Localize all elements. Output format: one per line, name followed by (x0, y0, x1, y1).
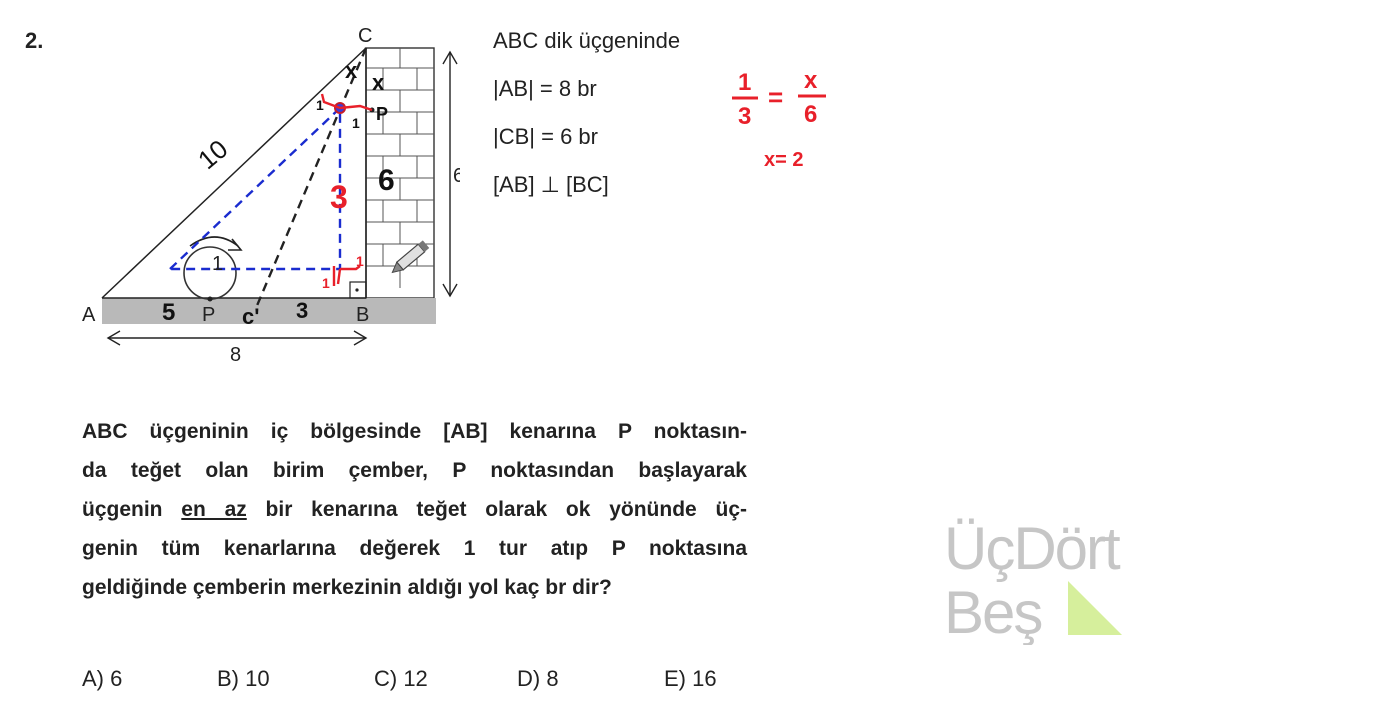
label-c: C (358, 25, 372, 47)
hand-3-bottom: 3 (296, 298, 308, 323)
dimension-arrows (106, 50, 458, 346)
hand-1-red-bottom: 1 (322, 275, 330, 291)
brick-wall (365, 47, 435, 299)
note-num1: 1 (738, 69, 751, 96)
hand-x-right: x (372, 70, 385, 95)
note-den2: 6 (804, 101, 817, 128)
logo-line-2: Beş (944, 579, 1041, 645)
note-num2: x (804, 67, 818, 94)
question-line-2: da teğet olan birim çember, P noktasında… (82, 459, 747, 482)
right-angle-mark (349, 281, 367, 299)
option-d[interactable]: D) 8 (517, 666, 559, 691)
ground-bar (102, 298, 436, 324)
hand-3-vertical: 3 (330, 179, 348, 215)
hand-p: P (376, 104, 388, 124)
given-line-2: |AB| = 8 br (493, 76, 597, 101)
given-line-4: [AB] ⊥ [BC] (493, 172, 609, 197)
ucdortbes-logo: ÜçDört Beş (944, 515, 1123, 645)
point-p (207, 296, 213, 302)
option-c[interactable]: C) 12 (374, 666, 428, 691)
bisector-line (254, 47, 368, 309)
hand-c-prime: c' (242, 304, 259, 329)
red-marks (320, 93, 373, 286)
note-result: x= 2 (764, 149, 803, 171)
hand-6: 6 (378, 164, 395, 197)
note-eq: = (768, 82, 783, 112)
hand-1-right: 1 (352, 115, 360, 131)
inner-triangle (166, 105, 342, 271)
label-p: P (202, 304, 215, 326)
label-circle-radius: 1 (212, 253, 223, 275)
logo-green-triangle (1068, 581, 1122, 635)
logo-line-1: ÜçDört (944, 515, 1121, 582)
question-line-4: genin tüm kenarlarına değerek 1 tur atıp… (82, 537, 747, 560)
option-a[interactable]: A) 6 (82, 666, 123, 691)
hand-x: x (345, 58, 358, 83)
label-a: A (82, 304, 96, 326)
question-line-5: geldiğinde çemberin merkezinin aldığı yo… (82, 576, 612, 599)
given-line-3: |CB| = 6 br (493, 124, 598, 149)
note-den1: 3 (738, 103, 751, 130)
rotation-arrow (189, 236, 239, 247)
given-line-1: ABC dik üçgeninde (493, 28, 681, 53)
question-number: 2. (25, 28, 44, 53)
question-line-3: üçgenin en az bir kenarına teğet olarak … (82, 498, 747, 521)
underlined-phrase: en az (181, 498, 247, 521)
hand-5: 5 (162, 299, 175, 326)
label-cb-length: 6 (453, 165, 460, 187)
hypotenuse-ac (101, 47, 367, 299)
pencil-icon (391, 240, 430, 274)
question-text: ABC üçgeninin iç bölgesinde [AB] kenarın… (82, 412, 747, 607)
handwritten-proportion: 1 3 = x 6 x= 2 (732, 67, 826, 171)
unit-circle (183, 246, 237, 300)
triangle-diagram: C A B P 8 6 1 10 5 c' 3 6 x x 1 1 P 3 1 … (82, 25, 460, 366)
question-line-1: ABC üçgeninin iç bölgesinde [AB] kenarın… (82, 420, 747, 443)
hand-10: 10 (192, 134, 233, 176)
hand-1-red-corner: 1 (356, 253, 364, 269)
option-e[interactable]: E) 16 (664, 666, 717, 691)
hand-1-left: 1 (316, 97, 324, 113)
option-b[interactable]: B) 10 (217, 666, 270, 691)
label-ab-length: 8 (230, 344, 241, 366)
label-b: B (356, 304, 369, 326)
